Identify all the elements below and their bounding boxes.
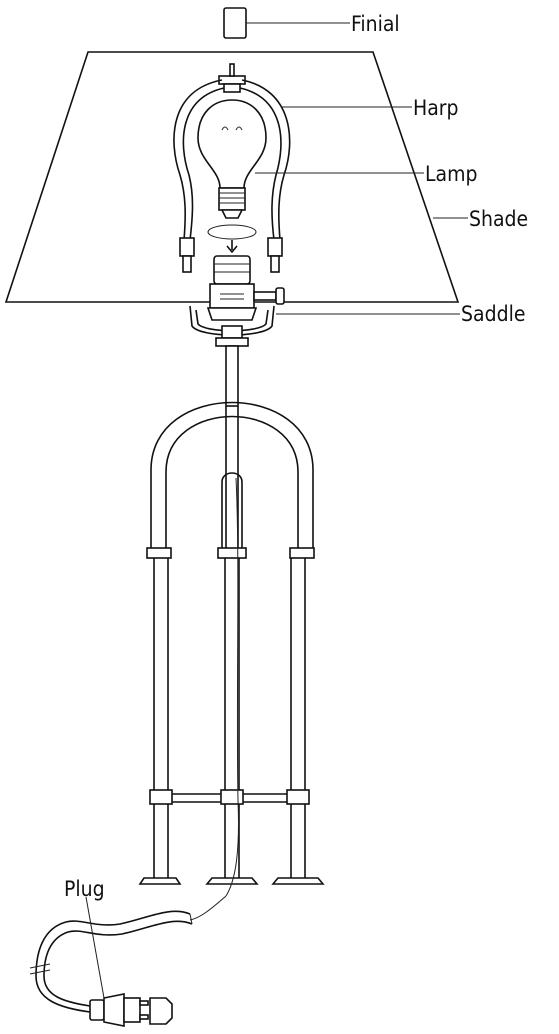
- labels: Finial Harp Lamp Shade Saddle Plug: [64, 12, 528, 901]
- label-lamp: Lamp: [425, 162, 478, 186]
- label-saddle: Saddle: [461, 302, 525, 326]
- lamp-bulb: [197, 99, 424, 219]
- harp: [173, 63, 412, 273]
- label-finial: Finial: [351, 12, 400, 36]
- power-cord: [29, 895, 227, 1013]
- rotation-arrow: [207, 224, 257, 254]
- lamp-stand: [138, 337, 325, 897]
- finial: [223, 7, 350, 39]
- label-harp: Harp: [413, 96, 459, 120]
- label-shade: Shade: [469, 207, 528, 231]
- label-plug: Plug: [64, 877, 105, 901]
- lamp-socket: [206, 255, 285, 321]
- plug: [85, 896, 173, 1027]
